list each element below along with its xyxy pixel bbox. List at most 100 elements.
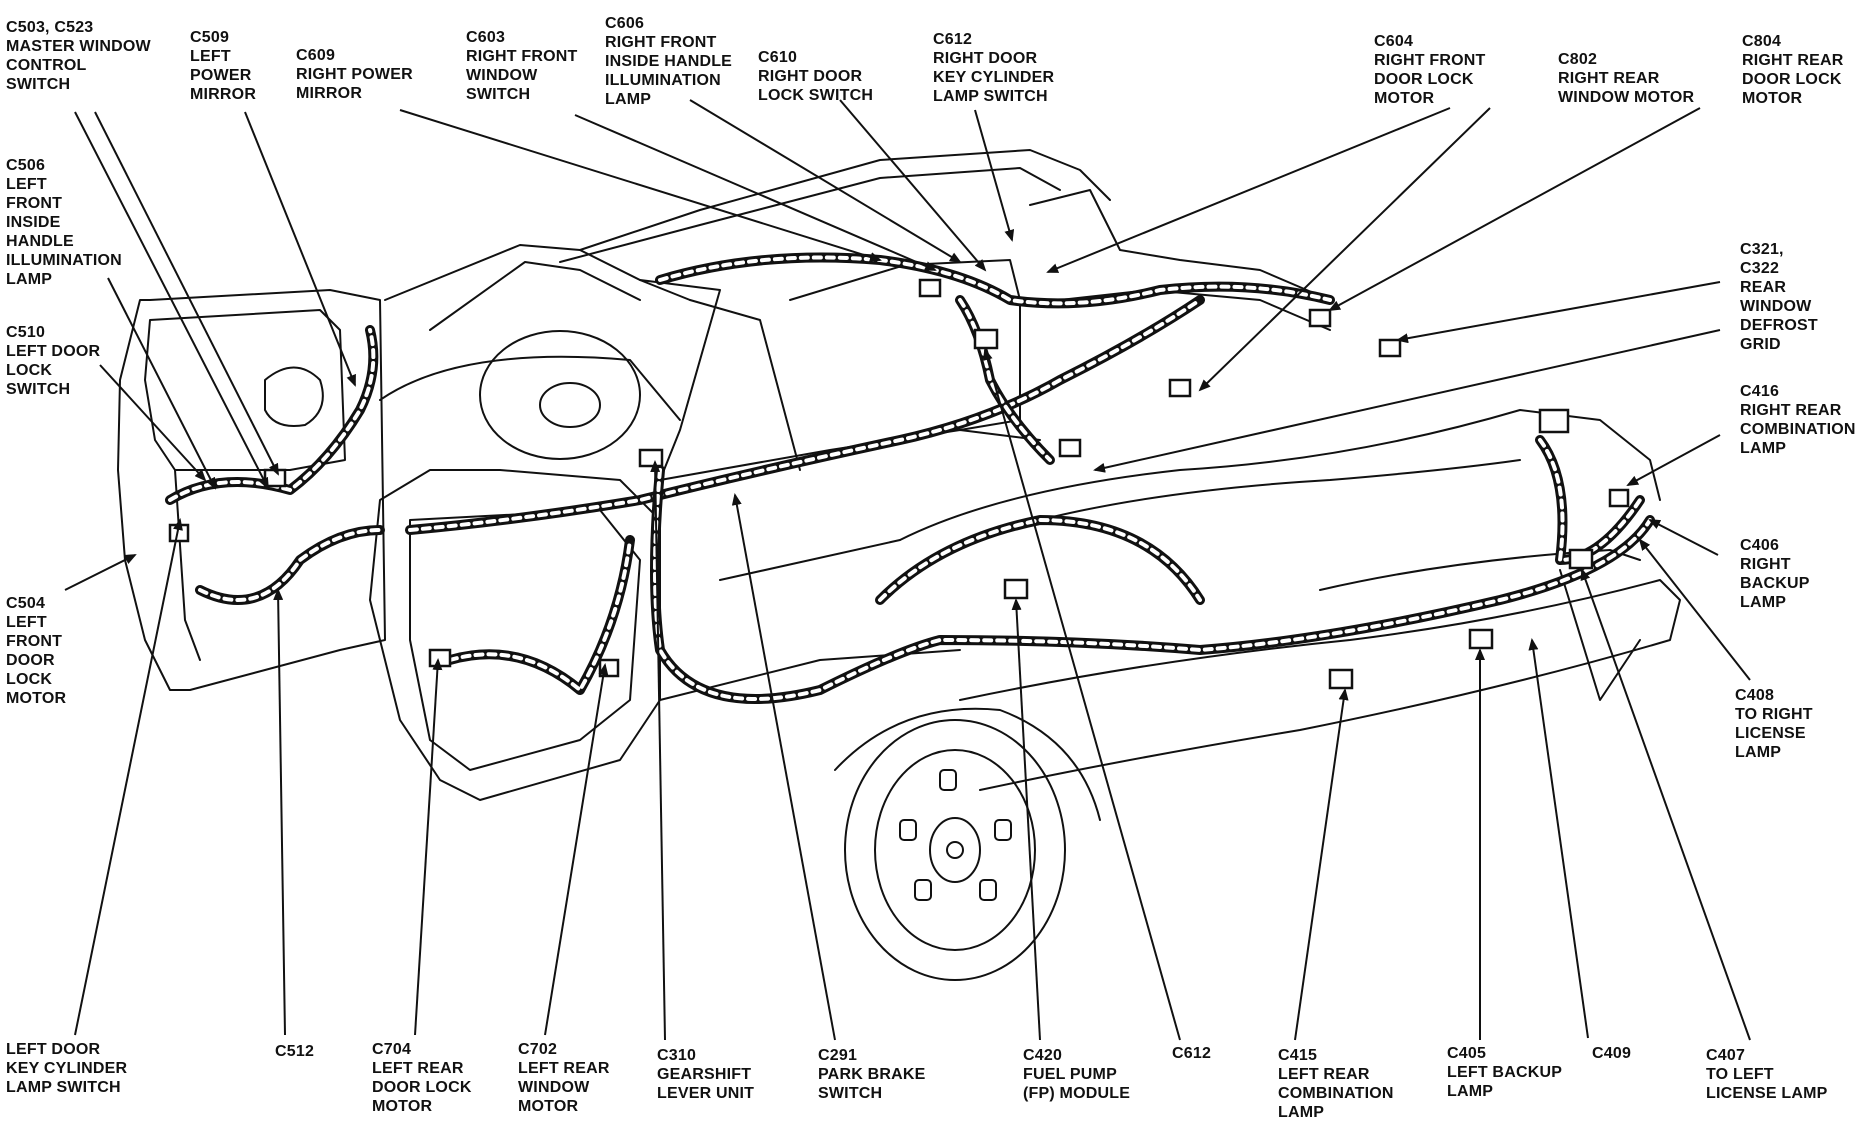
label-line: C606 [605,15,645,32]
label-line: POWER [190,67,252,84]
label-line: KEY CYLINDER [6,1060,128,1077]
label-line: TO LEFT [1706,1066,1774,1083]
label-line: C512 [275,1043,315,1060]
label-line: LEFT REAR [518,1060,610,1077]
label-line: RIGHT POWER [296,66,413,83]
label-line: COMBINATION [1740,421,1856,438]
wiring-harness [165,252,1655,704]
label-c512: C512 [275,1042,314,1061]
label-line: HANDLE [6,233,74,250]
label-line: ILLUMINATION [6,252,122,269]
label-line: LOCK SWITCH [758,87,874,104]
label-line: RIGHT FRONT [605,34,717,51]
label-line: C310 [657,1047,697,1064]
label-c409: C409 [1592,1044,1631,1063]
label-line: FUEL PUMP [1023,1066,1117,1083]
label-line: C407 [1706,1047,1746,1064]
label-line: SWITCH [6,381,71,398]
label-line: DEFROST [1740,317,1818,334]
label-line: RIGHT REAR [1742,52,1844,69]
label-line: INSIDE [6,214,61,231]
label-line: MOTOR [1742,90,1803,107]
label-line: LOCK [6,362,53,379]
label-c612-bottom: C612 [1172,1044,1211,1063]
label-line: (FP) MODULE [1023,1085,1131,1102]
label-line: C609 [296,47,336,64]
label-line: LEFT [190,48,231,65]
label-line: C704 [372,1041,412,1058]
label-line: C406 [1740,537,1780,554]
label-line: LAMP SWITCH [933,88,1048,105]
label-line: CONTROL [6,57,87,74]
label-line: FRONT [6,633,63,650]
label-line: RIGHT REAR [1740,402,1842,419]
label-line: MOTOR [6,690,67,707]
label-line: SWITCH [6,76,71,93]
label-line: RIGHT REAR [1558,70,1660,87]
label-line: MIRROR [296,85,363,102]
label-line: DOOR LOCK [1374,71,1474,88]
label-line: LAMP [1740,440,1787,457]
label-line: DOOR LOCK [372,1079,472,1096]
label-line: GRID [1740,336,1781,353]
label-line: INSIDE HANDLE [605,53,733,70]
connectors [168,278,1630,690]
label-line: LAMP [1740,594,1787,611]
label-line: MOTOR [372,1098,433,1115]
label-line: LAMP [605,91,652,108]
label-line: C604 [1374,33,1414,50]
label-line: C504 [6,595,46,612]
label-line: MOTOR [1374,90,1435,107]
label-line: LOCK [6,671,53,688]
label-line: LICENSE LAMP [1706,1085,1828,1102]
label-line: RIGHT [1740,556,1791,573]
label-line: MOTOR [518,1098,579,1115]
label-line: C603 [466,29,506,46]
label-line: RIGHT FRONT [466,48,578,65]
label-line: C612 [1172,1045,1212,1062]
label-line: LAMP SWITCH [6,1079,121,1096]
label-line: SWITCH [818,1085,883,1102]
label-line: LEFT REAR [372,1060,464,1077]
label-line: LEFT DOOR [6,343,101,360]
label-line: C408 [1735,687,1775,704]
label-line: C420 [1023,1047,1063,1064]
label-line: MASTER WINDOW [6,38,151,55]
label-line: LEFT [6,176,47,193]
label-line: ILLUMINATION [605,72,721,89]
label-line: C509 [190,29,230,46]
label-line: LEFT BACKUP [1447,1064,1563,1081]
label-line: C409 [1592,1045,1632,1062]
label-line: WINDOW [518,1079,590,1096]
label-line: GEARSHIFT [657,1066,752,1083]
label-line: COMBINATION [1278,1085,1394,1102]
label-line: LAMP [6,271,53,288]
leader-lines [64,99,1751,1041]
label-line: C804 [1742,33,1782,50]
label-line: RIGHT DOOR [933,50,1038,67]
label-line: C503, C523 [6,19,94,36]
label-line: FRONT [6,195,63,212]
label-line: MIRROR [190,86,257,103]
label-line: C612 [933,31,973,48]
label-line: LEVER UNIT [657,1085,755,1102]
label-line: TO RIGHT [1735,706,1813,723]
label-line: C415 [1278,1047,1318,1064]
label-line: LEFT [6,614,47,631]
